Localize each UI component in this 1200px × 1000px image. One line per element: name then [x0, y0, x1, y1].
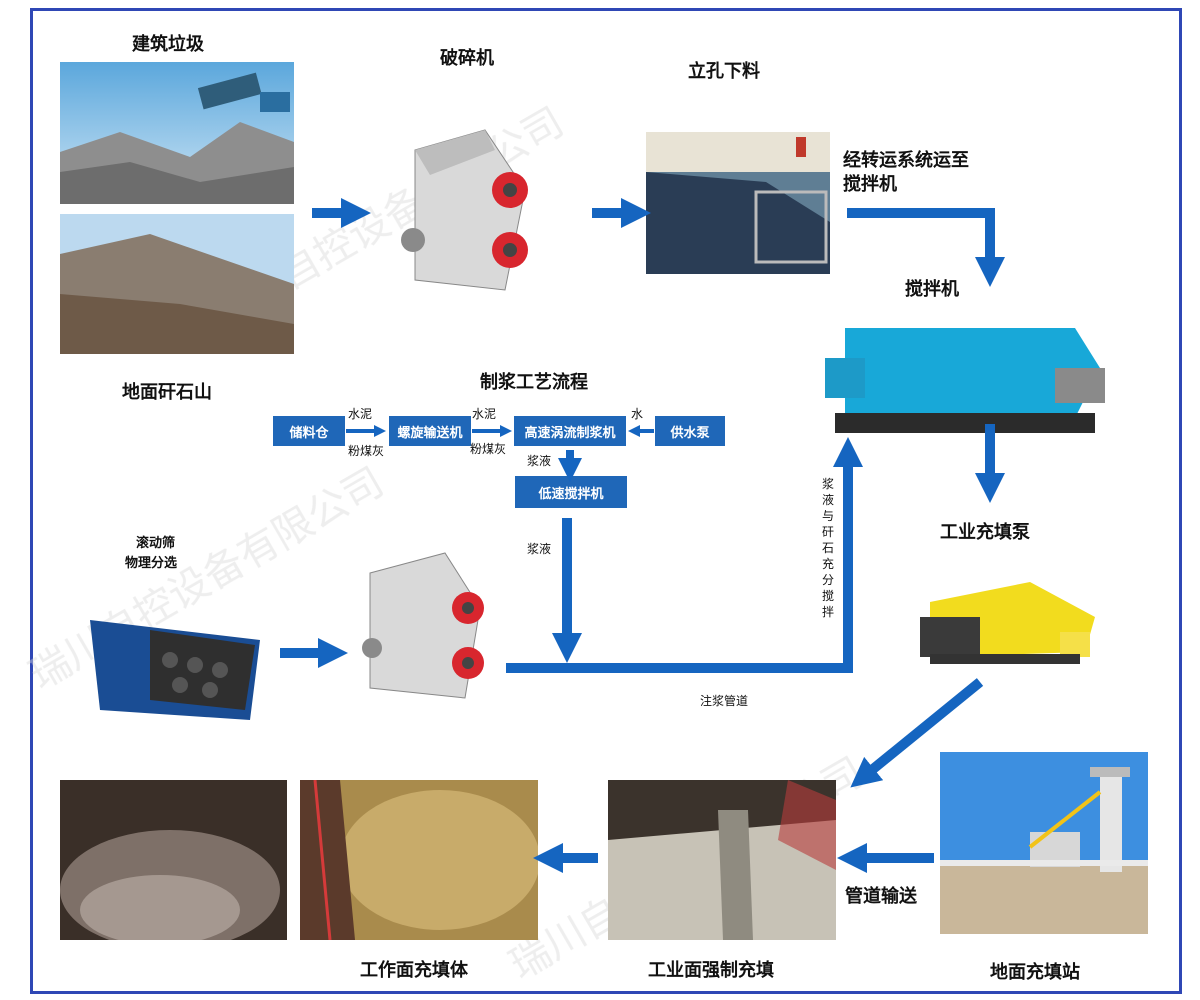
grouting-pipe-line — [506, 452, 848, 668]
arrow-feed-to-mixer — [847, 213, 990, 272]
arrow-pump-to-forced-fill — [862, 682, 980, 778]
